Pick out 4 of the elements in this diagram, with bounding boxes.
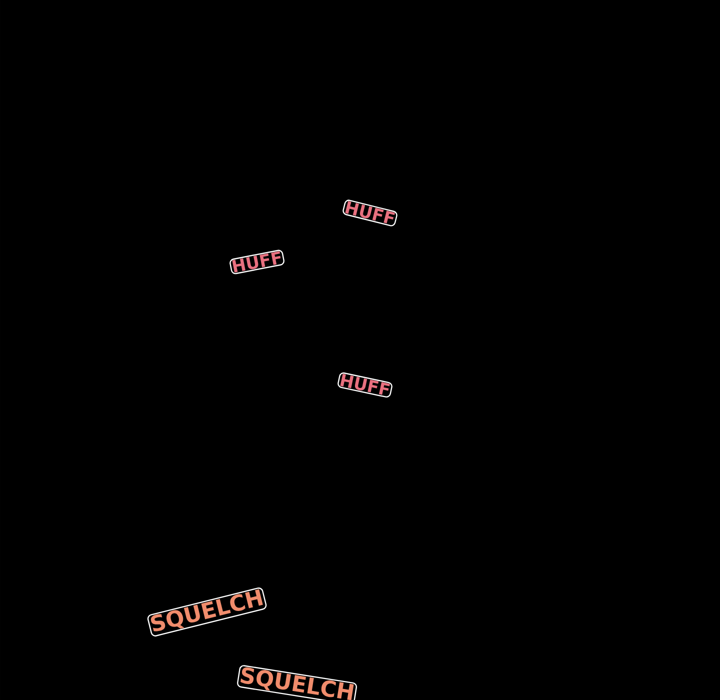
sound-effect-text: SQUELCH (237, 665, 357, 700)
sound-effect-text: HUFF (342, 200, 398, 226)
sound-effect-text: HUFF (230, 250, 284, 274)
sound-effect-text: HUFF (338, 372, 392, 398)
